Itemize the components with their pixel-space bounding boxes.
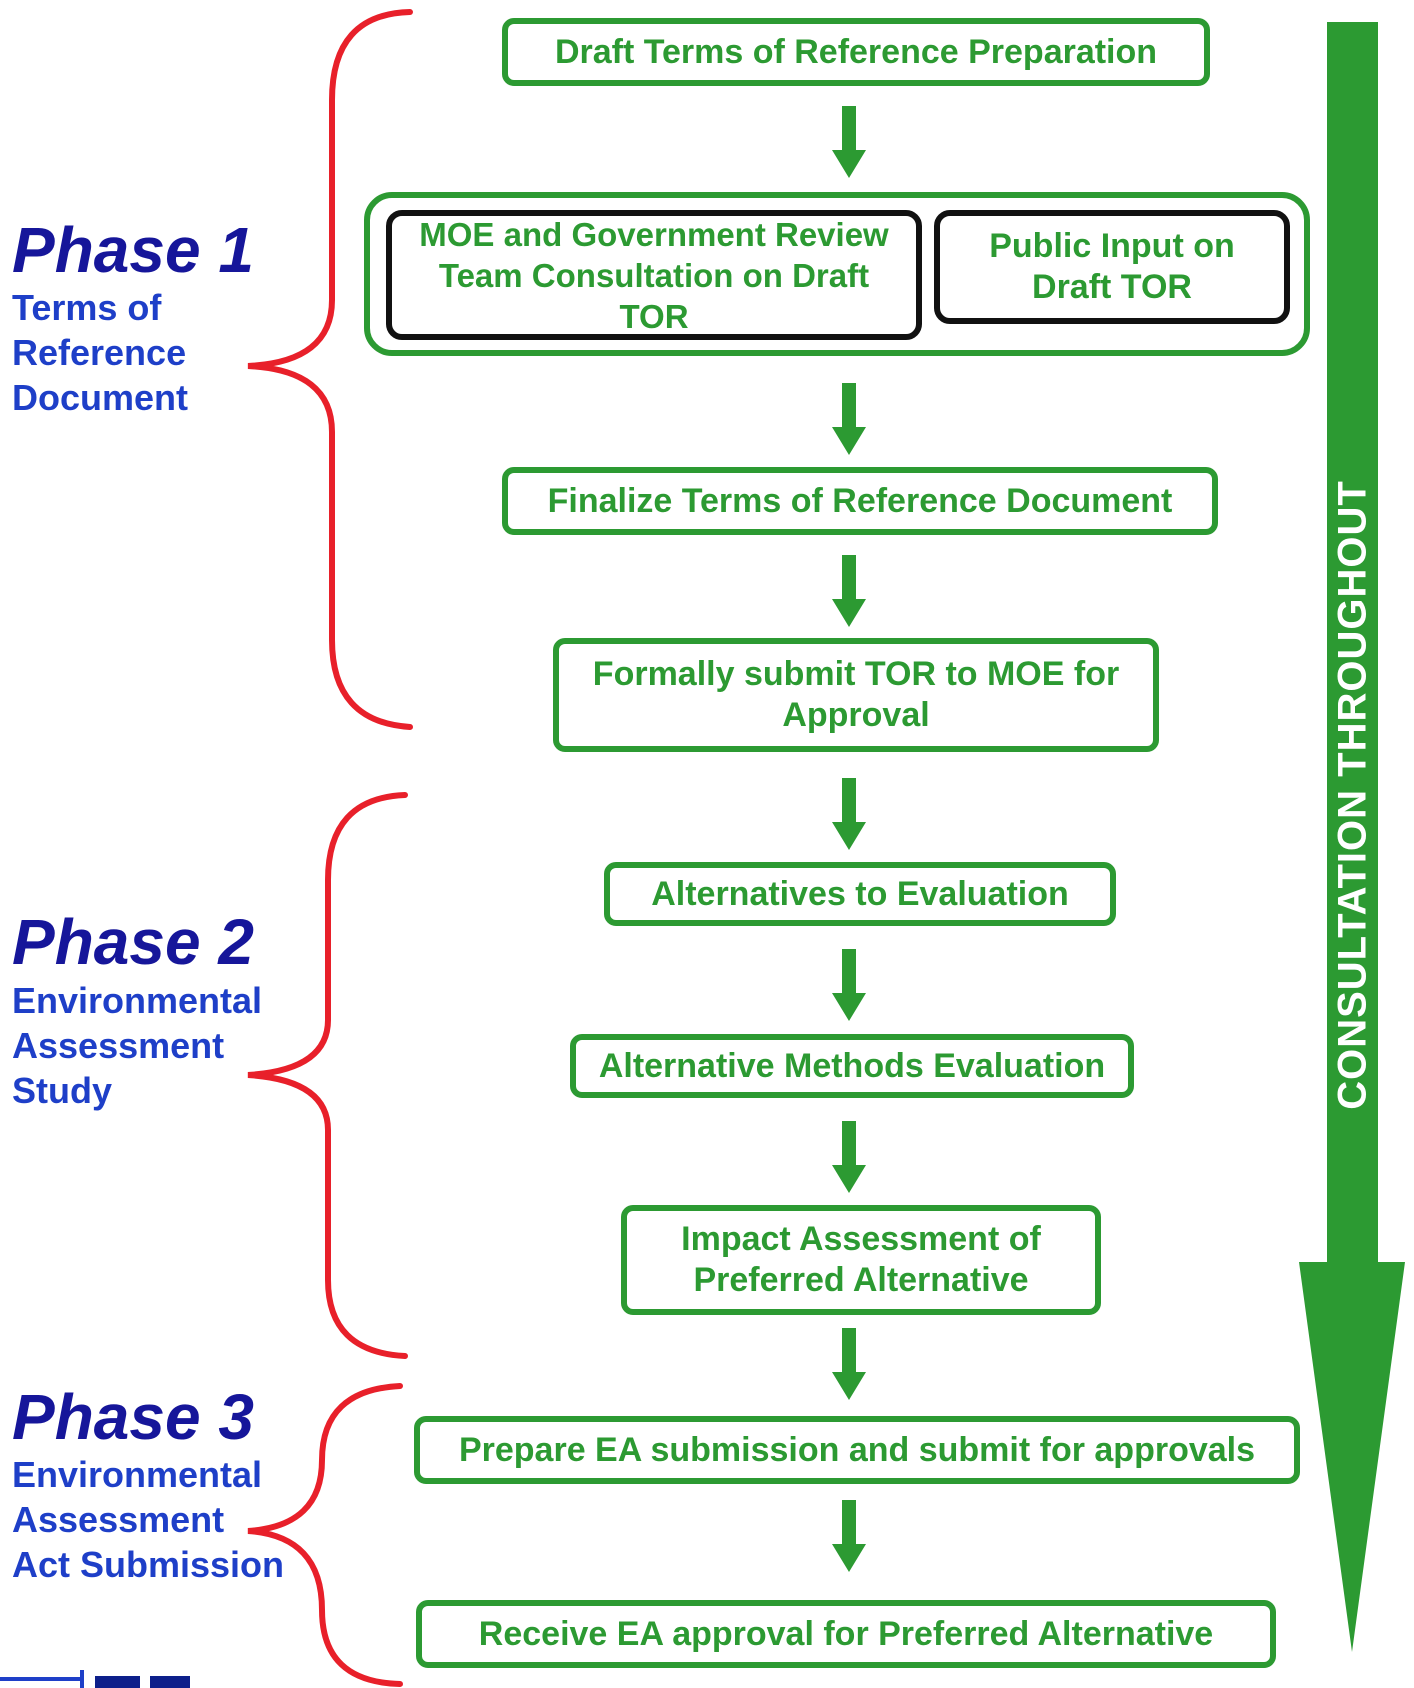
phase-1-subtitle-line: Reference bbox=[12, 332, 187, 373]
step-finalize-tor: Finalize Terms of Reference Document bbox=[502, 467, 1218, 535]
phase-1-subtitle-line: Document bbox=[12, 377, 189, 418]
arrow-down-1 bbox=[832, 106, 866, 178]
step-prepare-ea: Prepare EA submission and submit for app… bbox=[414, 1416, 1300, 1484]
phase-2-subtitle-line: Environmental bbox=[12, 980, 263, 1021]
phase-2-subtitle-line: Assessment bbox=[12, 1025, 225, 1066]
step-receive-ea: Receive EA approval for Preferred Altern… bbox=[416, 1600, 1276, 1668]
phase-2-subtitle: Environmental Assessment Study bbox=[12, 978, 312, 1113]
phase-1-brace bbox=[247, 9, 413, 730]
phase-2-brace bbox=[247, 792, 408, 1359]
step-submit-tor: Formally submit TOR to MOE for Approval bbox=[553, 638, 1159, 752]
consultation-throughout-label: CONSULTATION THROUGHOUT bbox=[1330, 480, 1375, 1110]
phase-3-subtitle-line: Assessment bbox=[12, 1499, 225, 1540]
arrow-down-3 bbox=[832, 555, 866, 627]
phase-1-subtitle: Terms of Reference Document bbox=[12, 285, 312, 420]
step-draft-tor: Draft Terms of Reference Preparation bbox=[502, 18, 1210, 86]
phase-1-title: Phase 1 bbox=[12, 214, 254, 286]
phase-3-subtitle: Environmental Assessment Act Submission bbox=[12, 1452, 312, 1587]
phase-3-title: Phase 3 bbox=[12, 1381, 254, 1453]
consultation-arrow bbox=[1299, 22, 1405, 1652]
arrow-down-2 bbox=[832, 383, 866, 455]
arrow-down-6 bbox=[832, 1121, 866, 1193]
step-alternative-methods: Alternative Methods Evaluation bbox=[570, 1034, 1134, 1098]
phase-2-subtitle-line: Study bbox=[12, 1070, 113, 1111]
phase-1-subtitle-line: Terms of bbox=[12, 287, 162, 328]
phase-3-subtitle-line: Act Submission bbox=[12, 1544, 285, 1585]
phase-2-title: Phase 2 bbox=[12, 906, 254, 978]
arrow-down-4 bbox=[832, 778, 866, 850]
review-group bbox=[364, 192, 1310, 356]
step-public-input: Public Input on Draft TOR bbox=[934, 210, 1290, 324]
arrow-down-8 bbox=[832, 1500, 866, 1572]
step-impact-assessment: Impact Assessment of Preferred Alternati… bbox=[621, 1205, 1101, 1315]
step-alternatives-to: Alternatives to Evaluation bbox=[604, 862, 1116, 926]
step-moe-review: MOE and Government Review Team Consultat… bbox=[386, 210, 922, 340]
arrow-down-7 bbox=[832, 1328, 866, 1400]
phase-3-brace bbox=[247, 1383, 403, 1687]
logo-mark bbox=[0, 1677, 82, 1681]
arrow-down-5 bbox=[832, 949, 866, 1021]
phase-3-subtitle-line: Environmental bbox=[12, 1454, 263, 1495]
